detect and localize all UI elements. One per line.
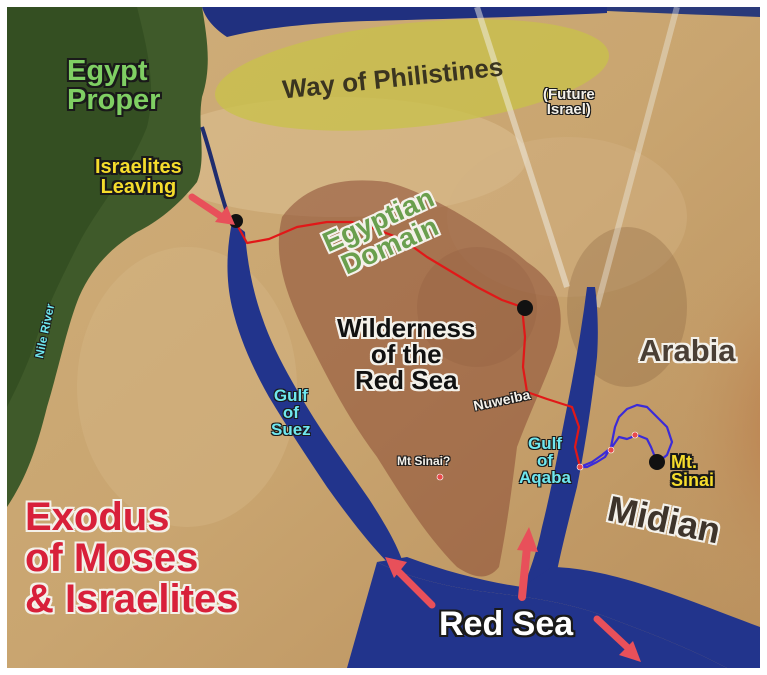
gulf-of-aqaba-label: Gulf of Aqaba xyxy=(519,434,571,487)
mt-sinai-question-label: Mt Sinai? xyxy=(397,454,451,468)
route-line-faint xyxy=(474,7,570,288)
mt-sinai-question-marker xyxy=(436,473,444,481)
arabia-label: Arabia xyxy=(639,333,736,368)
wilderness-label: Wilderness of the Red Sea xyxy=(337,313,476,395)
route-line-faint xyxy=(594,7,680,308)
israelites-leaving-label: Israelites Leaving xyxy=(95,156,182,198)
mt-sinai-marker xyxy=(649,454,665,470)
sea-top-right xyxy=(607,7,760,17)
gulf-of-aqaba xyxy=(522,287,598,597)
exodus-map: Egypt Proper Way of Philistines (Future … xyxy=(7,7,760,668)
gulf-of-suez xyxy=(227,222,407,577)
waypoint-marker xyxy=(631,431,639,439)
waypoint-marker xyxy=(607,446,615,454)
exodus-title: Exodus of Moses & Israelites xyxy=(25,495,239,621)
nile-valley-edge xyxy=(7,7,152,407)
arrow-icon xyxy=(517,527,538,601)
gulf-of-suez-label: Gulf of Suez xyxy=(271,386,311,439)
future-israel-label: (Future Israel) xyxy=(543,86,595,118)
arabia-terrain xyxy=(557,207,760,647)
egypt-proper-label: Egypt Proper xyxy=(67,55,161,116)
waypoint-marker xyxy=(576,463,584,471)
map-graphic xyxy=(7,7,760,668)
nile-channel xyxy=(200,126,229,213)
arrow-icon xyxy=(385,557,436,609)
red-sea-west xyxy=(347,562,760,668)
arrow-icon xyxy=(593,615,641,662)
red-sea xyxy=(377,557,760,668)
arrow-icon xyxy=(188,193,235,225)
sinai-entry-marker xyxy=(517,300,533,316)
egyptian-domain-overlay xyxy=(278,180,561,577)
mt-sinai-label: Mt. Sinai xyxy=(671,452,715,490)
mediterranean-sea xyxy=(202,7,607,37)
red-sea-label: Red Sea xyxy=(439,605,574,643)
red-route xyxy=(234,220,582,468)
sand-patch xyxy=(147,97,527,217)
